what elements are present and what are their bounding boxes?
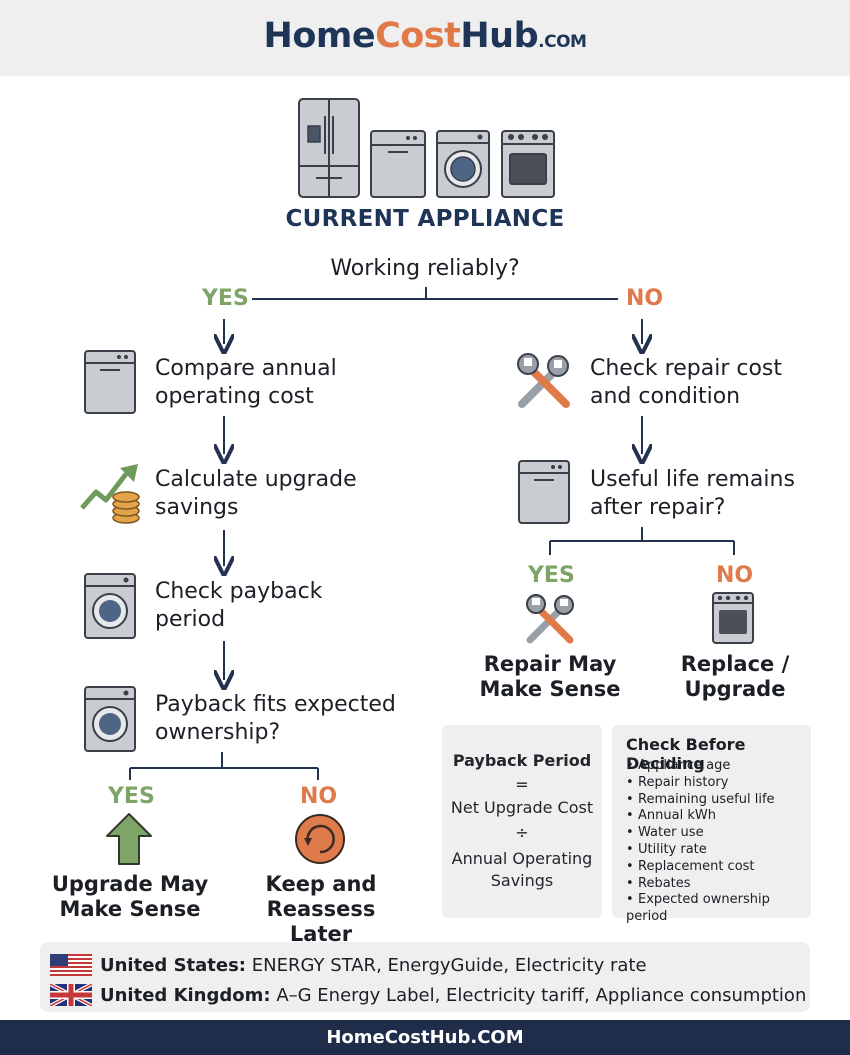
list-item: Utility rate [626, 842, 811, 859]
list-item: Annual kWh [626, 808, 811, 825]
step-useful-life-remains: Useful life remains after repair? [590, 467, 795, 520]
step-payback-fits-ownership: Payback fits expected ownership? [155, 692, 396, 745]
question-working-reliably: Working reliably? [330, 256, 520, 281]
step-compare-annual-operating-cost: Compare annual operating cost [155, 356, 337, 409]
oven-icon [501, 130, 555, 198]
washer-icon [84, 686, 136, 752]
list-item: Water use [626, 825, 811, 842]
outcome-replace-upgrade: Replace / Upgrade [680, 652, 790, 701]
branch-line [252, 298, 618, 300]
savings-chart-icon [80, 464, 140, 524]
wrench-icon [526, 594, 574, 644]
header: HomeCostHub.COM [0, 0, 850, 76]
list-item: Replacement cost [626, 859, 811, 876]
us-flag-icon [50, 954, 92, 976]
outcome-repair-may-make-sense: Repair May Make Sense [479, 652, 621, 701]
right-no-label: NO [716, 563, 754, 588]
payback-formula-box: Payback Period = Net Upgrade Cost ÷ Annu… [442, 725, 602, 918]
wrench-icon [517, 353, 570, 408]
oven-icon [712, 592, 754, 644]
appliances-illustration [298, 98, 555, 198]
list-item: Remaining useful life [626, 792, 811, 809]
equals-sign: = [515, 775, 529, 794]
refresh-icon [295, 814, 345, 864]
washer-icon [84, 573, 136, 639]
footer-site-link[interactable]: HomeCostHub.COM [0, 1020, 850, 1055]
net-upgrade-cost: Net Upgrade Cost [450, 798, 594, 817]
payback-title: Payback Period [452, 751, 592, 770]
outcome-upgrade-may-make-sense: Upgrade May Make Sense [51, 872, 209, 921]
divide-sign: ÷ [515, 823, 529, 842]
list-item: Rebates [626, 876, 811, 893]
step-check-repair-cost: Check repair cost and condition [590, 356, 783, 409]
diagram-title: CURRENT APPLIANCE [285, 206, 565, 232]
list-item: Appliance age [626, 758, 811, 775]
uk-flag-icon [50, 984, 92, 1006]
dishwasher-icon [84, 350, 136, 414]
outcome-keep-and-reassess: Keep and Reassess Later [265, 872, 377, 946]
refrigerator-icon [298, 98, 360, 198]
right-yes-label: YES [528, 563, 575, 588]
uk-region-note: United Kingdom: A–G Energy Label, Electr… [100, 985, 807, 1006]
up-arrow-icon [106, 813, 152, 865]
checklist-box: Check Before Deciding Appliance age Repa… [612, 725, 811, 924]
step-calculate-upgrade-savings: Calculate upgrade savings [155, 467, 357, 520]
left-no-label: NO [300, 784, 338, 809]
site-logo[interactable]: HomeCostHub.COM [263, 16, 587, 56]
us-region-note: United States: ENERGY STAR, EnergyGuide,… [100, 955, 647, 976]
step-check-payback-period: Check payback period [155, 579, 323, 632]
connector [425, 287, 427, 299]
region-notes: United States: ENERGY STAR, EnergyGuide,… [40, 942, 810, 1012]
annual-operating-savings: Annual Operating Savings [451, 849, 593, 890]
left-yes-label: YES [108, 784, 155, 809]
list-item: Expected ownership period [626, 892, 811, 926]
checklist-items: Appliance age Repair history Remaining u… [626, 758, 811, 926]
branch-yes-label: YES [202, 286, 249, 311]
dishwasher-icon [370, 130, 426, 198]
branch-no-label: NO [626, 286, 664, 311]
list-item: Repair history [626, 775, 811, 792]
washer-icon [436, 130, 490, 198]
dishwasher-icon [518, 460, 570, 524]
